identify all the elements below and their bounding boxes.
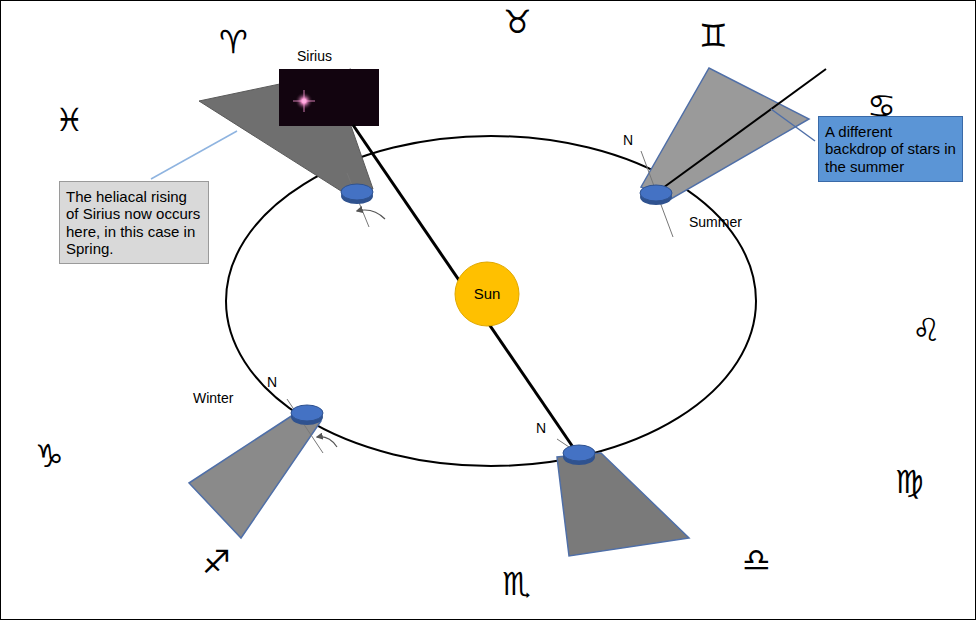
- leader-line: [771, 109, 815, 141]
- north-label: N: [536, 421, 546, 436]
- sun-circle: Sun: [454, 261, 520, 327]
- season-label: Summer: [689, 215, 742, 230]
- zodiac-symbol: ♌: [912, 313, 941, 348]
- zodiac-symbol: ♑: [35, 439, 64, 474]
- view-cone: [641, 68, 809, 199]
- zodiac-symbol: ♉: [503, 5, 532, 40]
- sun-label: Sun: [474, 285, 501, 302]
- zodiac-symbol: ♎: [742, 543, 771, 578]
- rotation-arrow: [317, 437, 337, 447]
- note-box: A different backdrop of stars in the sum…: [818, 116, 963, 182]
- zodiac-symbol: ♓: [55, 103, 84, 138]
- zodiac-symbol: ♍: [895, 465, 924, 500]
- zodiac-symbol: ♏: [502, 567, 531, 602]
- sight-line: [656, 69, 826, 193]
- sight-line: [353, 125, 577, 453]
- rotation-arrow: [357, 210, 385, 219]
- season-label: Winter: [193, 391, 233, 406]
- earth-axis: [287, 399, 323, 453]
- earth-disk: [563, 445, 595, 465]
- earth-disk: [341, 184, 373, 204]
- callout-box: The heliacal rising of Sirius now occurs…: [59, 181, 209, 264]
- note-text: A different backdrop of stars in the sum…: [825, 123, 956, 175]
- earth-axis: [641, 151, 673, 237]
- note-text: The heliacal rising of Sirius now occurs…: [66, 188, 202, 257]
- zodiac-symbol: ♋: [867, 89, 896, 124]
- zodiac-symbol: ♈: [219, 25, 248, 60]
- leader-line: [151, 131, 237, 179]
- north-label: N: [267, 375, 277, 390]
- view-cone: [189, 415, 321, 538]
- earth-disk: [640, 185, 672, 205]
- zodiac-symbol: ♊: [699, 19, 728, 54]
- zodiac-symbol: ♐: [202, 545, 231, 580]
- sirius-image: [279, 69, 379, 126]
- view-cone: [557, 453, 689, 556]
- star-name: Sirius: [297, 49, 332, 64]
- sirius-spike: [304, 90, 305, 112]
- north-label: N: [623, 133, 633, 148]
- earth-disk: [291, 405, 323, 425]
